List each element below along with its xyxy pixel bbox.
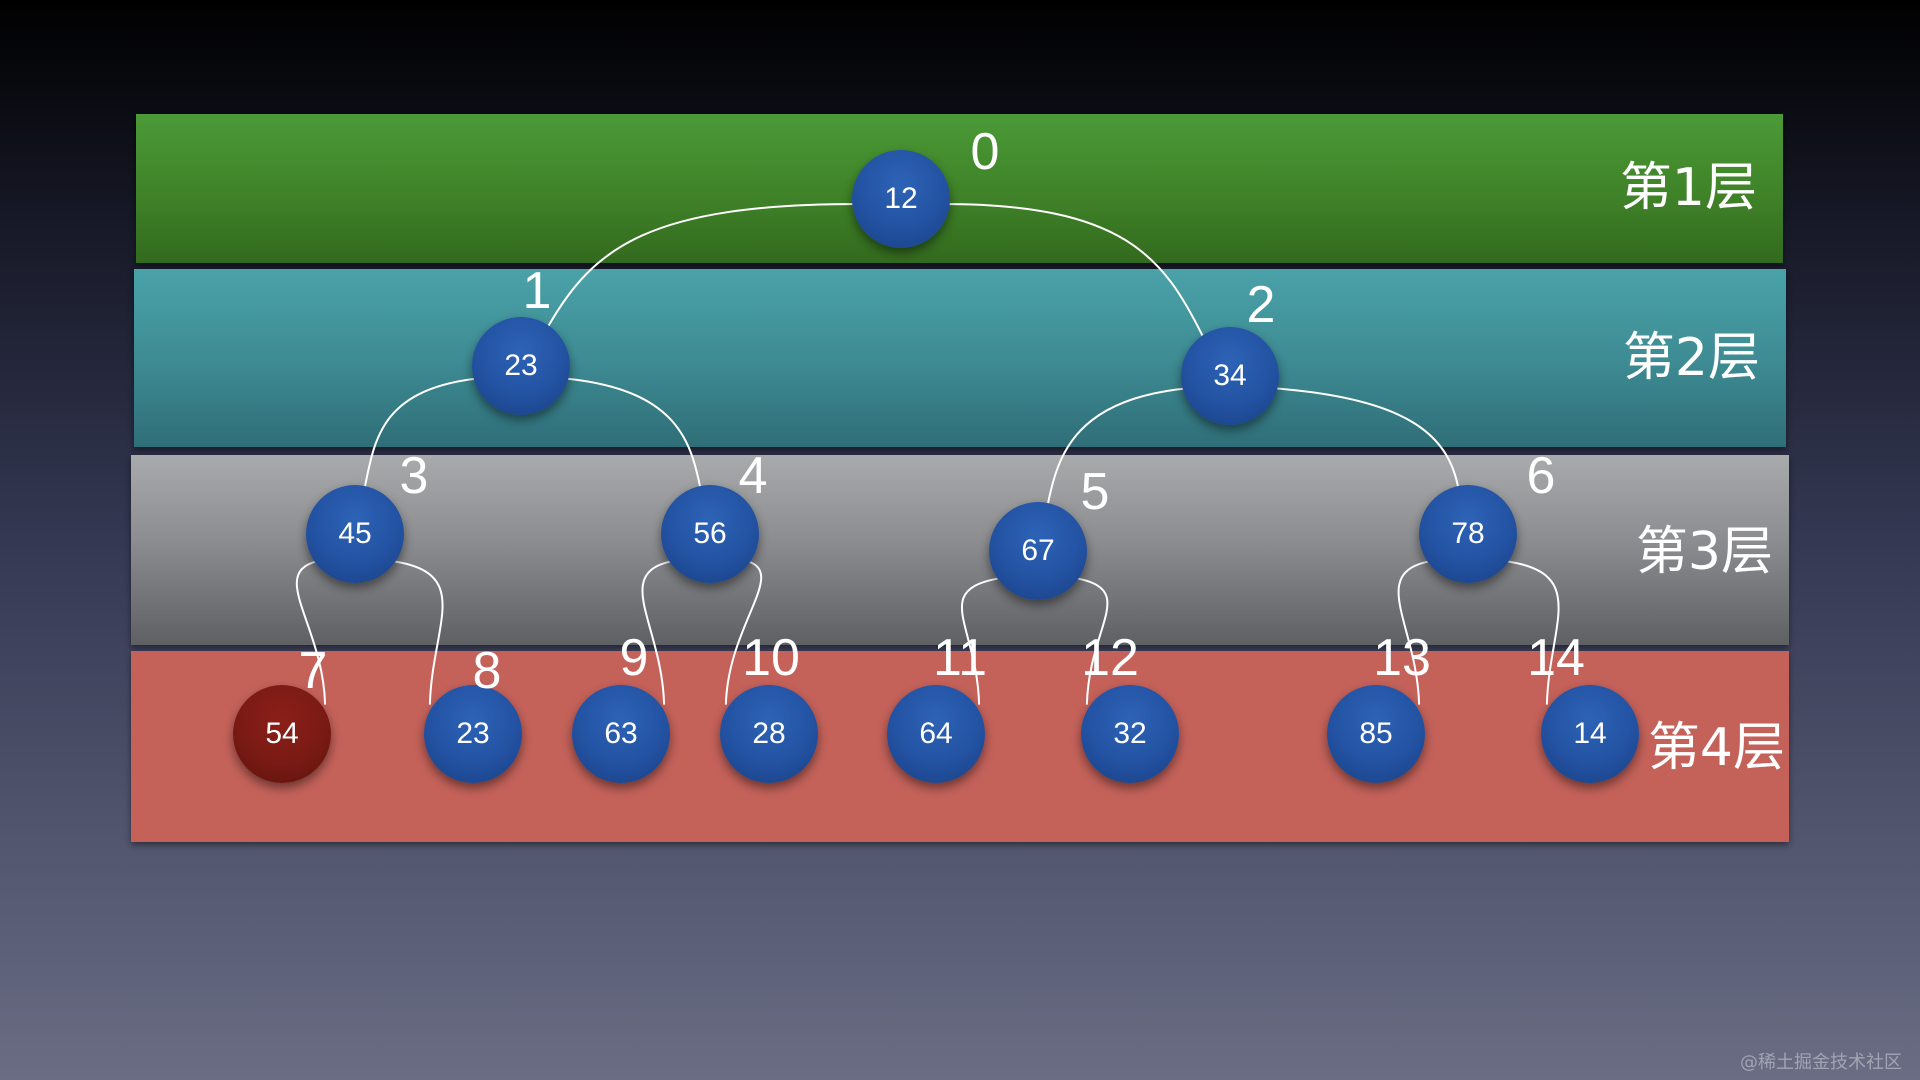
layer-band-2: 第2层 — [134, 269, 1786, 447]
tree-node: 56 — [661, 485, 759, 583]
layer-label-1: 第1层 — [1619, 158, 1757, 218]
layer-label-2: 第2层 — [1622, 328, 1760, 388]
tree-node-highlighted: 54 — [233, 685, 331, 783]
tree-node: 78 — [1419, 485, 1517, 583]
node-index-label: 12 — [1081, 629, 1139, 687]
layer-label-4: 第4层 — [1647, 718, 1785, 778]
node-index-label: 8 — [472, 642, 502, 700]
watermark: @稀土掘金技术社区 — [1740, 1052, 1902, 1073]
tree-node: 45 — [306, 485, 404, 583]
node-index-label: 5 — [1080, 463, 1110, 521]
node-index-label: 11 — [933, 629, 987, 687]
tree-node: 23 — [472, 317, 570, 415]
tree-node: 14 — [1541, 685, 1639, 783]
tree-node: 28 — [720, 685, 818, 783]
node-index-label: 13 — [1373, 629, 1431, 687]
tree-node: 85 — [1327, 685, 1425, 783]
node-index-label: 3 — [399, 447, 429, 505]
node-index-label: 1 — [522, 262, 552, 320]
layer-band-1: 第1层 — [136, 114, 1783, 263]
node-index-label: 2 — [1246, 276, 1276, 334]
node-index-label: 9 — [619, 629, 649, 687]
node-index-label: 7 — [298, 642, 328, 700]
node-index-label: 6 — [1526, 447, 1556, 505]
tree-node: 64 — [887, 685, 985, 783]
node-index-label: 14 — [1527, 629, 1585, 687]
tree-node: 63 — [572, 685, 670, 783]
tree-node: 23 — [424, 685, 522, 783]
node-index-label: 4 — [738, 447, 768, 505]
tree-node: 12 — [852, 150, 950, 248]
tree-node: 34 — [1181, 327, 1279, 425]
node-index-label: 0 — [970, 123, 1000, 181]
tree-node: 32 — [1081, 685, 1179, 783]
tree-node: 67 — [989, 502, 1087, 600]
node-index-label: 10 — [742, 629, 800, 687]
layer-label-3: 第3层 — [1635, 522, 1773, 582]
